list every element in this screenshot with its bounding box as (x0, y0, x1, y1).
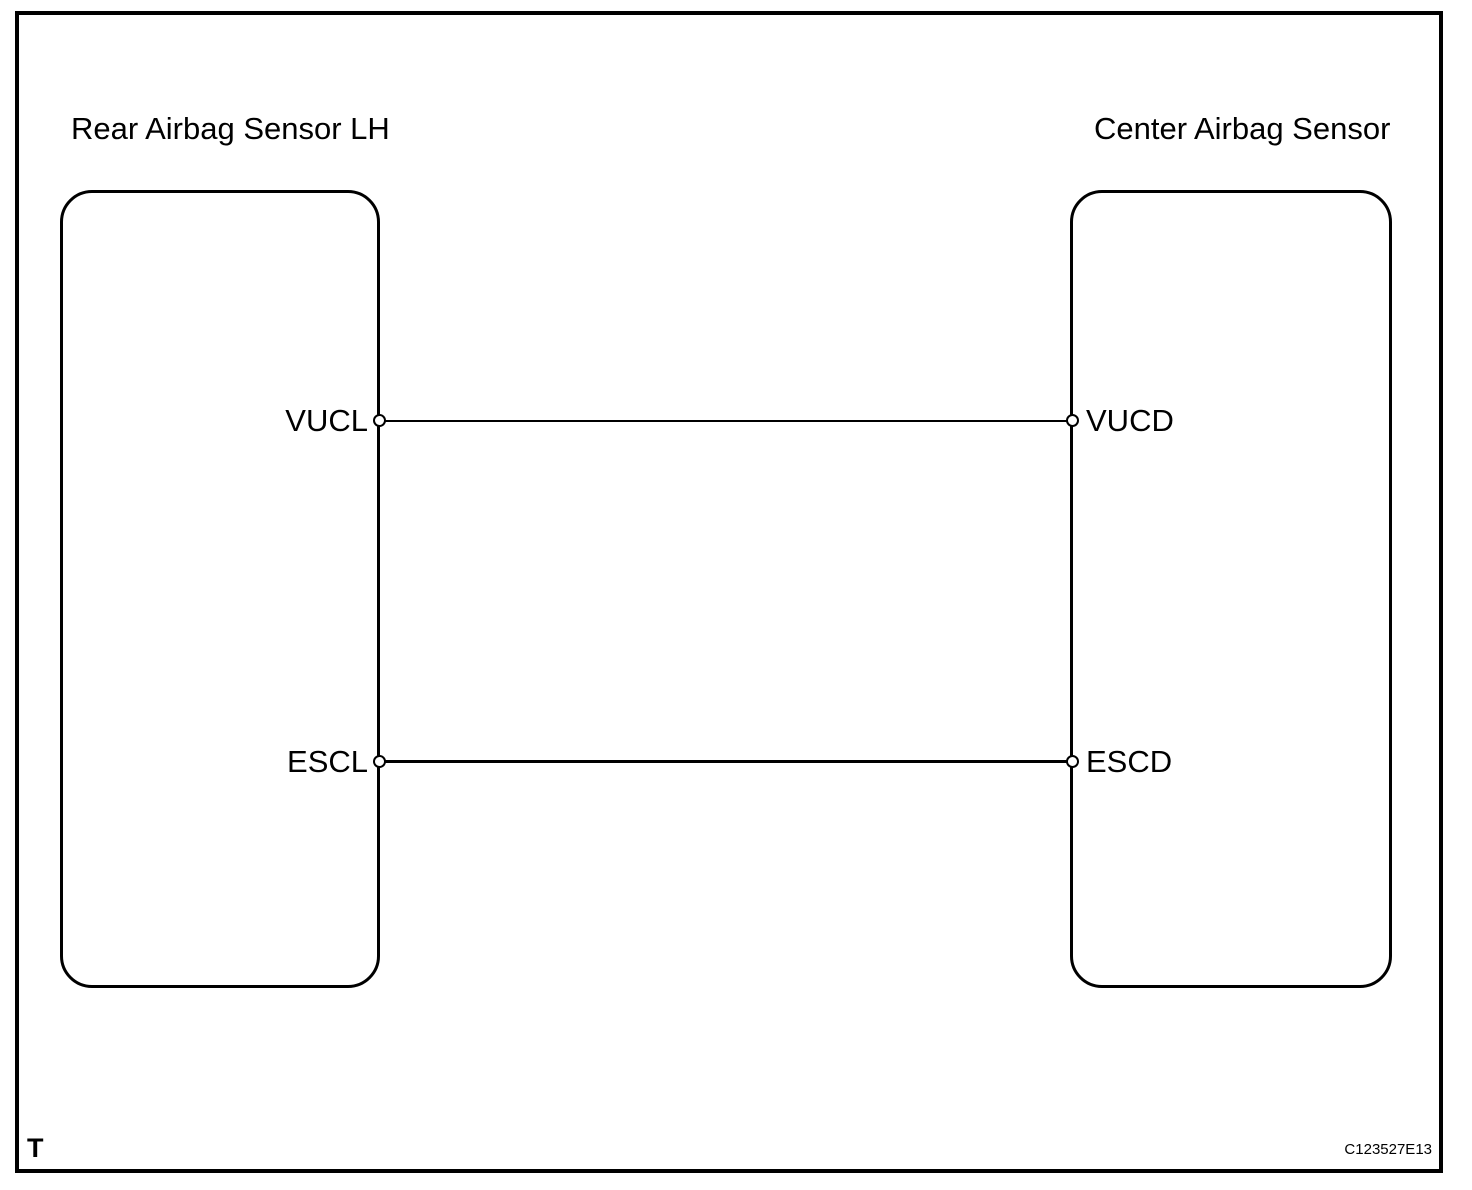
wire-vucl-vucd (380, 420, 1072, 422)
terminal-dot-icon (373, 755, 386, 768)
terminal-dot-icon (1066, 755, 1079, 768)
terminal-label-escl: ESCL (287, 744, 368, 779)
right-component-title: Center Airbag Sensor (1094, 111, 1391, 146)
right-component-box (1070, 190, 1392, 988)
terminal-dot-icon (373, 414, 386, 427)
wire-escl-escd (380, 760, 1072, 763)
terminal-dot-icon (1066, 414, 1079, 427)
terminal-label-vucl: VUCL (285, 403, 368, 438)
left-component-title: Rear Airbag Sensor LH (71, 111, 390, 146)
corner-mark: T (27, 1133, 44, 1163)
terminal-label-vucd: VUCD (1086, 403, 1174, 438)
left-component-box (60, 190, 380, 988)
figure-code: C123527E13 (1344, 1141, 1432, 1158)
terminal-label-escd: ESCD (1086, 744, 1173, 779)
